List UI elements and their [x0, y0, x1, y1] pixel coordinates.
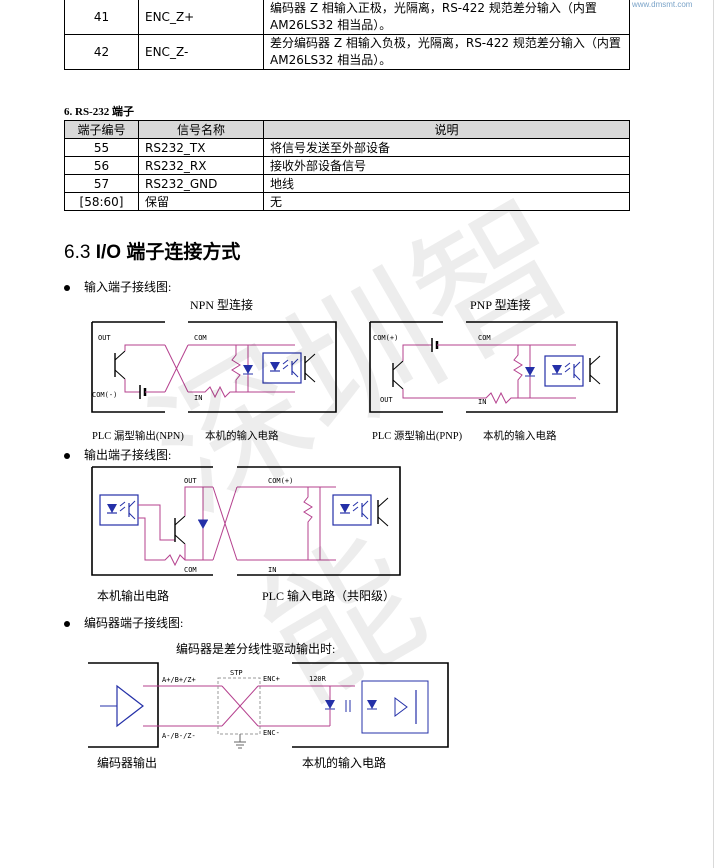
pnp-diagram: COM(+) OUT COM IN: [369, 321, 618, 413]
npn-transistor-icon: [114, 350, 126, 380]
svg-text:COM(+): COM(+): [268, 477, 293, 485]
table-row: 56 RS232_RX 接收外部设备信号: [64, 156, 630, 175]
section-heading-6-3: 6.3 I/O 端子连接方式: [64, 242, 241, 263]
svg-text:COM(-): COM(-): [92, 391, 117, 399]
npn-diagram: OUT COM(-) COM IN: [91, 321, 337, 413]
npn-caption-left: PLC 漏型输出(NPN): [92, 431, 184, 442]
output-diagram: OUT COM COM(+) IN: [91, 466, 401, 576]
encoder-diagram: A+/B+/Z+ A-/B-/Z- STP ENC+ ENC- 120R: [88, 662, 449, 749]
table-row: 57 RS232_GND 地线: [64, 174, 630, 193]
output-caption-right: PLC 输入电路（共阳级）: [262, 589, 396, 603]
npn-caption-right: 本机的输入电路: [205, 431, 279, 442]
svg-text:COM: COM: [194, 334, 207, 342]
table-row: 55 RS232_TX 将信号发送至外部设备: [64, 138, 630, 157]
encoder-caption-left: 编码器输出: [97, 756, 158, 770]
encoder-pin-table: 41 ENC_Z+ 编码器 Z 相输入正极，光隔离，RS-422 规范差分输入（…: [64, 0, 630, 70]
svg-text:IN: IN: [194, 394, 202, 402]
bullet-encoder-wiring: 编码器端子接线图:: [64, 614, 183, 631]
page-edge: [713, 0, 714, 868]
table-row: 42 ENC_Z- 差分编码器 Z 相输入负极，光隔离，RS-422 规范差分输…: [64, 34, 630, 70]
pnp-optocoupler-icon: [544, 355, 584, 387]
svg-text:A+/B+/Z+: A+/B+/Z+: [162, 676, 196, 684]
encoder-caption-right: 本机的输入电路: [302, 756, 387, 770]
pnp-title: PNP 型连接: [470, 298, 531, 312]
svg-text:COM: COM: [184, 566, 197, 574]
encoder-input-opto-icon: [361, 680, 429, 734]
bullet-input-wiring: 输入端子接线图:: [64, 278, 171, 295]
svg-text:ENC+: ENC+: [263, 675, 280, 683]
header-logo: www.dmsmt.com: [632, 0, 693, 9]
svg-text:COM: COM: [478, 334, 491, 342]
svg-text:IN: IN: [268, 566, 276, 574]
encoder-subtitle: 编码器是差分线性驱动输出时:: [176, 642, 336, 656]
pnp-caption-right: 本机的输入电路: [483, 431, 557, 442]
svg-text:STP: STP: [230, 669, 243, 677]
svg-text:IN: IN: [478, 398, 486, 406]
output-transistor-icon: [174, 515, 186, 545]
svg-text:OUT: OUT: [184, 477, 197, 485]
section-heading: 6. RS-232 端子: [64, 106, 134, 118]
output-optocoupler-icon: [99, 494, 139, 526]
output-caption-left: 本机输出电路: [97, 589, 170, 603]
pnp-caption-left: PLC 源型输出(PNP): [372, 431, 463, 442]
line-driver-icon: [116, 684, 144, 728]
svg-text:120R: 120R: [309, 675, 327, 683]
stp-shield: [217, 677, 261, 735]
svg-text:COM(+): COM(+): [373, 334, 398, 342]
svg-text:OUT: OUT: [380, 396, 393, 404]
pnp-transistor-icon: [392, 360, 404, 390]
bullet-output-wiring: 输出端子接线图:: [64, 446, 171, 463]
plc-transistor-icon: [377, 497, 389, 527]
svg-text:ENC-: ENC-: [263, 729, 280, 737]
npn-title: NPN 型连接: [190, 298, 254, 312]
svg-text:OUT: OUT: [98, 334, 111, 342]
plc-optocoupler-icon: [332, 494, 372, 526]
npn-input-transistor-icon: [304, 353, 316, 383]
table-row: [58:60] 保留 无: [64, 192, 630, 211]
pnp-input-transistor-icon: [589, 355, 601, 385]
rs232-pin-table: 端子编号 信号名称 说明 55 RS232_TX 将信号发送至外部设备 56 R…: [64, 120, 630, 211]
npn-optocoupler-icon: [262, 352, 302, 384]
svg-text:A-/B-/Z-: A-/B-/Z-: [162, 732, 196, 740]
